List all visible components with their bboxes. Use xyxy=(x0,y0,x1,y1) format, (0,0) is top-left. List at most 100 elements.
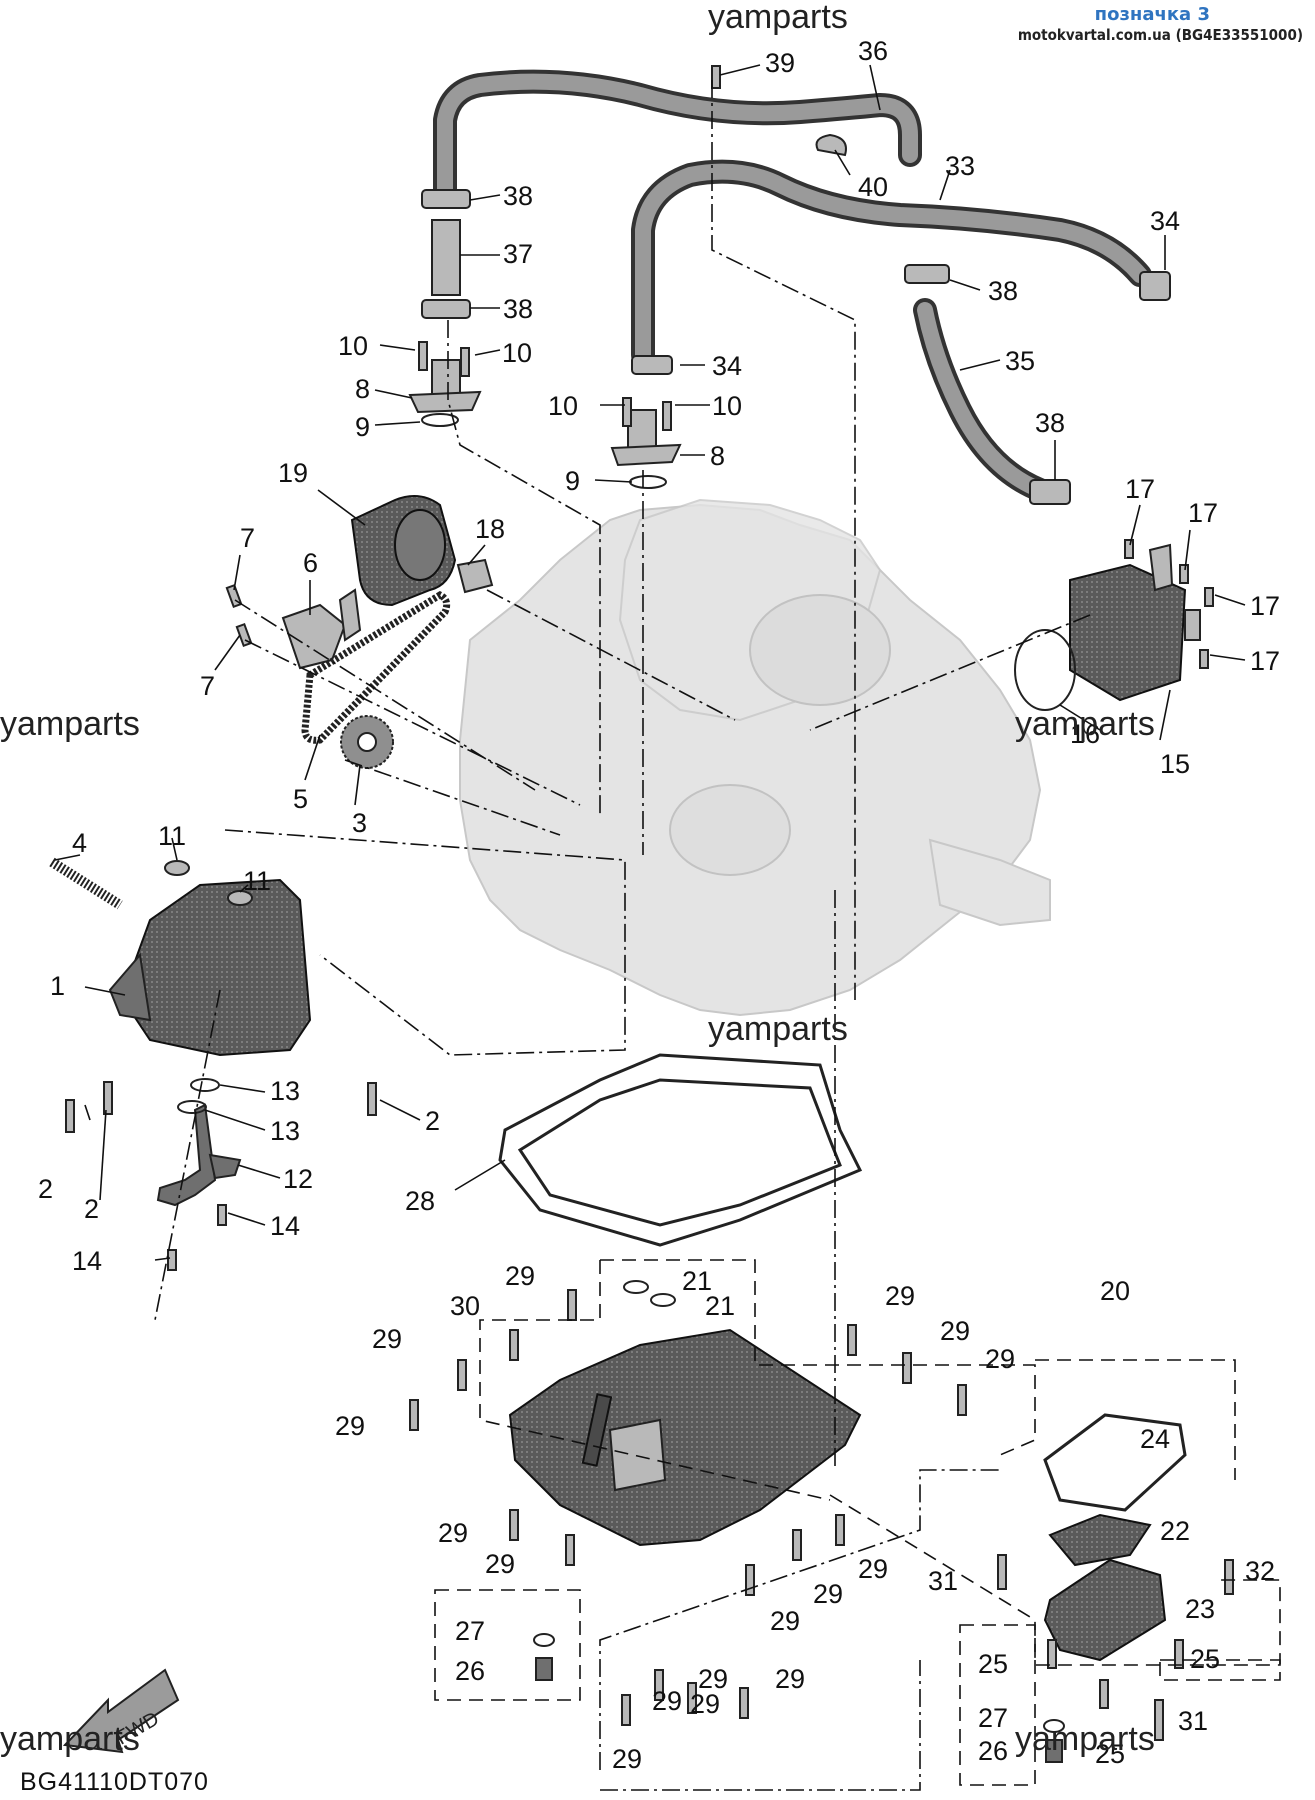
callout-2c: 2 xyxy=(425,1106,440,1136)
oil-filter-19 xyxy=(350,495,457,607)
o-ring-16 xyxy=(1014,629,1076,711)
callout-2b: 2 xyxy=(84,1194,99,1224)
callout-29b: 29 xyxy=(372,1324,402,1354)
callout-29c: 29 xyxy=(335,1411,365,1441)
o-rings-13 xyxy=(177,1078,220,1114)
oil-pan xyxy=(508,1328,862,1547)
callout-17b: 17 xyxy=(1188,498,1218,528)
clamps xyxy=(421,133,1171,505)
hose-37 xyxy=(431,219,461,296)
callout-38d: 38 xyxy=(1035,408,1065,438)
watermark-bottom-right: yamparts xyxy=(1015,1720,1155,1758)
bolts-2-and-14 xyxy=(65,1081,377,1271)
callout-7b: 7 xyxy=(200,671,215,701)
callout-8a: 8 xyxy=(355,374,370,404)
watermark-right: yamparts xyxy=(1015,705,1155,743)
callout-29p: 29 xyxy=(612,1744,642,1774)
callout-10d: 10 xyxy=(712,391,742,421)
callout-17d: 17 xyxy=(1250,646,1280,676)
callout-9a: 9 xyxy=(355,412,370,442)
cover-23 xyxy=(1043,1558,1167,1662)
callout-14b: 14 xyxy=(72,1246,102,1276)
callout-10c: 10 xyxy=(548,391,578,421)
callout-29d: 29 xyxy=(885,1281,915,1311)
callout-34b: 34 xyxy=(712,351,742,381)
hose-36 xyxy=(433,69,922,202)
drain-plug-26 xyxy=(533,1633,1065,1763)
watermark-middle: yamparts xyxy=(708,1010,848,1048)
callout-14a: 14 xyxy=(270,1211,300,1241)
header-title: позначка 3 xyxy=(1094,4,1210,25)
callout-5: 5 xyxy=(293,784,308,814)
callout-29e: 29 xyxy=(940,1316,970,1346)
watermark-left: yamparts xyxy=(0,705,140,743)
callout-21a: 21 xyxy=(682,1266,712,1296)
callout-31a: 31 xyxy=(928,1566,958,1596)
callout-33: 33 xyxy=(945,151,975,181)
callout-labels: 1 2 2 2 3 4 5 6 7 7 8 8 9 9 10 10 10 10 … xyxy=(38,36,1280,1774)
gasket-28 xyxy=(498,1053,863,1247)
callout-27b: 27 xyxy=(978,1703,1008,1733)
callout-24: 24 xyxy=(1140,1424,1170,1454)
gasket-24 xyxy=(1043,1413,1187,1512)
callout-28: 28 xyxy=(405,1186,435,1216)
callout-13b: 13 xyxy=(270,1116,300,1146)
callout-19: 19 xyxy=(278,458,308,488)
callout-7a: 7 xyxy=(240,523,255,553)
watermarks: yamparts yamparts yamparts yamparts yamp… xyxy=(0,0,1155,1758)
chain-guide-6 xyxy=(281,588,362,670)
callout-29o: 29 xyxy=(690,1689,720,1719)
callout-23: 23 xyxy=(1185,1594,1215,1624)
callout-17c: 17 xyxy=(1250,591,1280,621)
callout-38c: 38 xyxy=(988,276,1018,306)
oil-pipe-12 xyxy=(156,1103,242,1207)
callout-20: 20 xyxy=(1100,1276,1130,1306)
washers-21 xyxy=(623,1280,676,1307)
callout-8b: 8 xyxy=(710,441,725,471)
fitting-8-right xyxy=(610,409,682,489)
callout-31b: 31 xyxy=(1178,1706,1208,1736)
callout-29k: 29 xyxy=(770,1606,800,1636)
callout-38a: 38 xyxy=(503,181,533,211)
callout-11a: 11 xyxy=(158,821,186,851)
callout-27a: 27 xyxy=(455,1616,485,1646)
callout-10b: 10 xyxy=(502,338,532,368)
callout-29a: 29 xyxy=(505,1261,535,1291)
callout-36: 36 xyxy=(858,36,888,66)
callout-25c: 25 xyxy=(1095,1739,1125,1769)
callout-1: 1 xyxy=(50,971,65,1001)
callout-29h: 29 xyxy=(485,1549,515,1579)
spring-4 xyxy=(49,857,123,910)
callout-25b: 25 xyxy=(1190,1644,1220,1674)
fitting-8-left xyxy=(408,359,482,427)
callout-3: 3 xyxy=(352,808,367,838)
callout-32: 32 xyxy=(1245,1556,1275,1586)
leader-lines xyxy=(54,64,1246,1261)
callout-37: 37 xyxy=(503,239,533,269)
header-subtitle: motokvartal.com.ua (BG4E33551000) xyxy=(1017,26,1303,44)
callout-16: 16 xyxy=(1070,719,1100,749)
callout-11b: 11 xyxy=(243,866,271,896)
callout-29m: 29 xyxy=(698,1664,728,1694)
diagram-code: BG41110DT070 xyxy=(20,1768,209,1796)
watermark-bottom-left: yamparts xyxy=(0,1720,140,1758)
callout-26a: 26 xyxy=(455,1656,485,1686)
callout-25a: 25 xyxy=(978,1649,1008,1679)
callout-18: 18 xyxy=(475,514,505,544)
oil-pump-1 xyxy=(108,878,312,1057)
o-rings-11 xyxy=(164,860,253,906)
callout-2a: 2 xyxy=(38,1174,53,1204)
callout-29l: 29 xyxy=(775,1664,805,1694)
callout-40: 40 xyxy=(858,172,888,202)
callout-29n: 29 xyxy=(652,1686,682,1716)
callout-26b: 26 xyxy=(978,1736,1008,1766)
engine-crankcase-ghost xyxy=(459,498,1051,1017)
callout-4: 4 xyxy=(72,828,87,858)
callout-12: 12 xyxy=(283,1164,313,1194)
watermark-top: yamparts xyxy=(708,0,848,36)
callout-6: 6 xyxy=(303,548,318,578)
callout-22: 22 xyxy=(1160,1516,1190,1546)
sprocket-3 xyxy=(340,715,394,769)
callout-38b: 38 xyxy=(503,294,533,324)
